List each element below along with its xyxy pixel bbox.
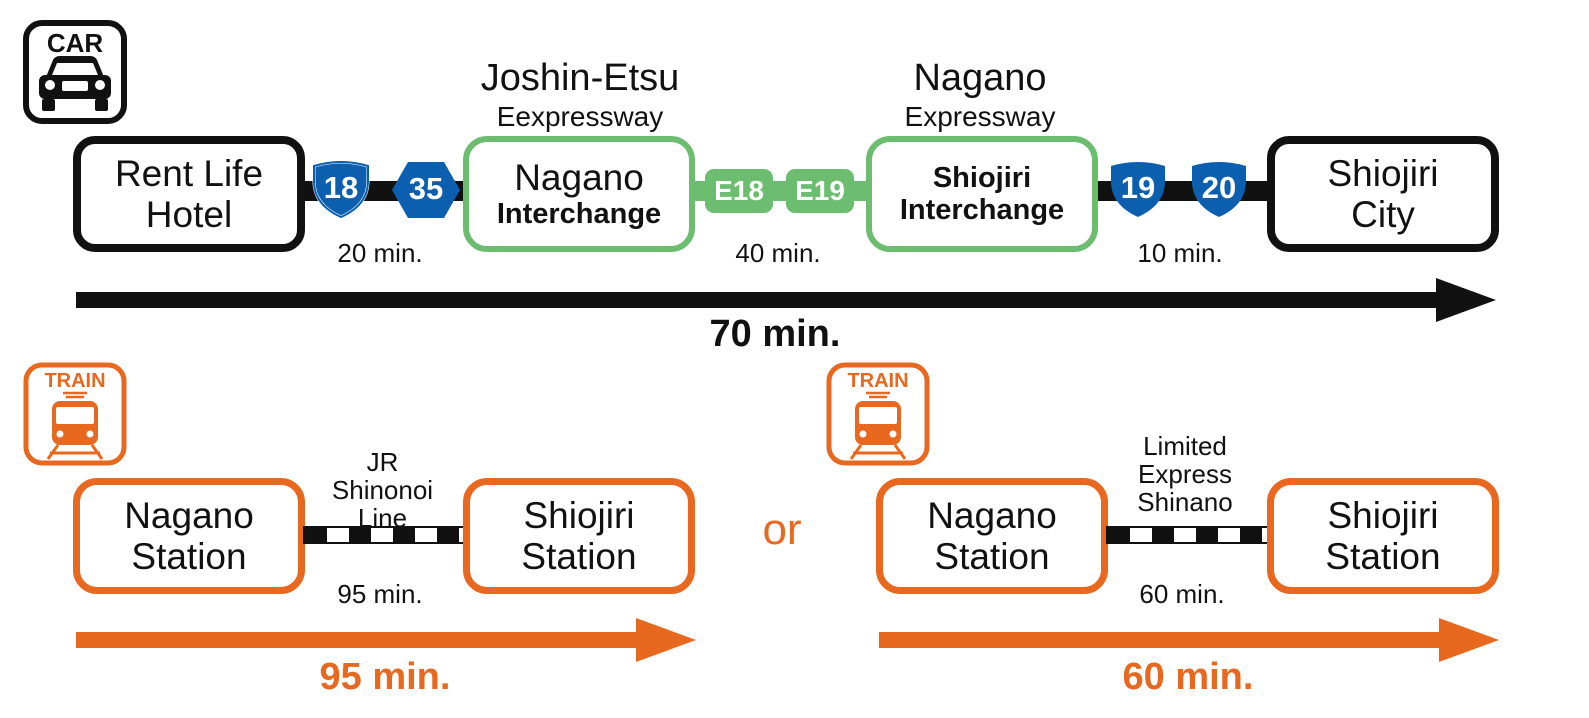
train2-line-3: Shinano <box>1137 487 1233 518</box>
train1-total-time: 95 min. <box>319 656 451 698</box>
route-20-icon: 20 <box>1187 161 1251 219</box>
route-18-label: 18 <box>323 170 359 205</box>
leg3-time: 10 min. <box>1137 238 1223 268</box>
route-35-icon: 35 <box>390 160 462 220</box>
train2-icon-label: TRAIN <box>847 370 908 392</box>
ic2-shiojiri-interchange: Shiojiri Interchange <box>866 136 1098 252</box>
train1-to-line1: Shiojiri <box>523 494 635 536</box>
train2-total-arrow <box>879 618 1501 667</box>
ic1-type: Interchange <box>496 198 662 231</box>
train1-from-line2: Station <box>131 536 247 577</box>
train1-to-shiojiri-station: Shiojiri Station <box>463 478 695 594</box>
car-total-time: 70 min. <box>709 313 841 355</box>
route-19-label: 19 <box>1120 170 1156 205</box>
ic2-type: Interchange <box>899 194 1065 226</box>
ic1-nagano-interchange: Nagano Interchange <box>463 136 695 252</box>
ic2-road-name: Nagano <box>913 57 1047 99</box>
end-line2: City <box>1351 194 1415 235</box>
expressway-e19-badge: E19 <box>786 169 854 213</box>
train2-to-line2: Station <box>1325 536 1441 577</box>
start-rent-life-hotel: Rent Life Hotel <box>73 136 305 252</box>
route-19-icon: 19 <box>1106 161 1170 219</box>
end-line1: Shiojiri <box>1327 152 1439 194</box>
train2-to-line1: Shiojiri <box>1327 494 1439 536</box>
train1-line-2: Shinonoi <box>331 475 434 506</box>
expressway-e18-badge: E18 <box>705 169 773 213</box>
start-label: Rent Life Hotel <box>114 152 264 235</box>
end-shiojiri-city: Shiojiri City <box>1267 136 1499 252</box>
car-icon-label: CAR <box>47 28 104 58</box>
train2-from-line2: Station <box>934 536 1050 577</box>
route-18-icon: 18 <box>309 161 373 219</box>
car-total-arrow <box>76 278 1498 327</box>
train2-from-line1: Nagano <box>927 494 1057 536</box>
train-icon: TRAIN <box>825 361 931 467</box>
train2-from-nagano-station: Nagano Station <box>876 478 1108 594</box>
ic1-road-name: Joshin-Etsu <box>480 57 680 99</box>
train2-line-2: Express <box>1138 459 1232 490</box>
route-20-label: 20 <box>1201 170 1237 205</box>
train1-line-3: Line <box>357 503 408 534</box>
train1-total-arrow <box>76 618 698 667</box>
leg2-time: 40 min. <box>735 238 821 268</box>
train1-line-1: JR <box>366 447 399 477</box>
train2-total-time: 60 min. <box>1122 656 1254 698</box>
train1-to-line2: Station <box>521 536 637 577</box>
train1-from-line1: Nagano <box>124 494 254 536</box>
train1-icon-label: TRAIN <box>44 370 105 392</box>
train2-line-name: Limited Express Shinano <box>1100 432 1270 516</box>
car-icon: CAR <box>22 19 128 125</box>
train2-leg-time: 60 min. <box>1139 579 1225 609</box>
ic1-name: Nagano <box>514 157 644 199</box>
train2-to-shiojiri-station: Shiojiri Station <box>1267 478 1499 594</box>
train1-line-name: JR Shinonoi Line <box>300 448 465 532</box>
train2-line-1: Limited <box>1143 431 1227 461</box>
ic2-road-type: Expressway <box>904 101 1056 132</box>
leg1-time: 20 min. <box>337 238 423 268</box>
train2-rail-line <box>1106 526 1269 544</box>
route-35-label: 35 <box>408 171 444 206</box>
or-separator: or <box>762 505 802 554</box>
ic2-name: Shiojiri <box>932 161 1032 194</box>
ic1-road-type: Eexpressway <box>496 101 664 132</box>
train-icon: TRAIN <box>22 361 128 467</box>
train1-leg-time: 95 min. <box>337 579 423 609</box>
train1-from-nagano-station: Nagano Station <box>73 478 305 594</box>
